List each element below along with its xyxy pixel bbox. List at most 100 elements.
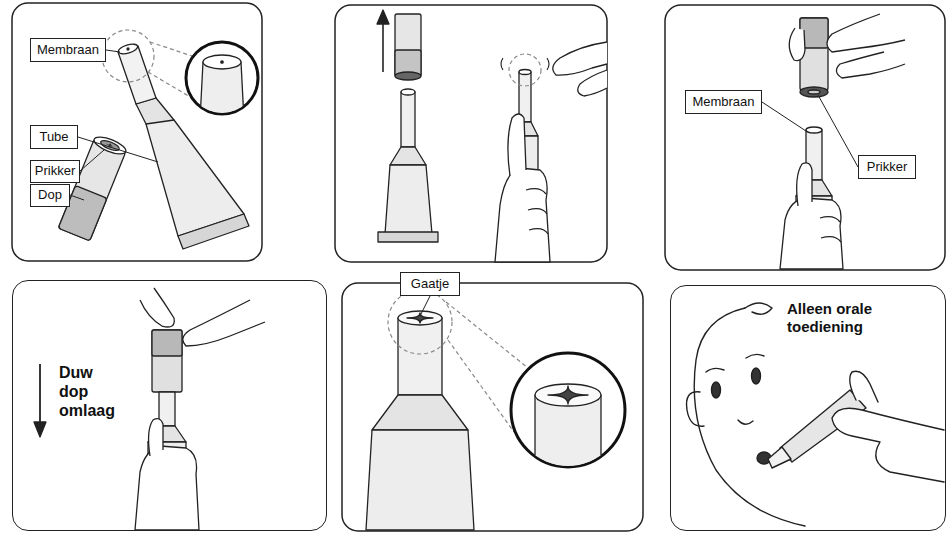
leader-line (762, 102, 806, 131)
leader-line (78, 137, 158, 162)
leader-line (106, 50, 120, 52)
magnified-top (535, 384, 601, 406)
cap-opening (395, 72, 421, 80)
hair-curl (745, 303, 772, 314)
panel-frame (665, 5, 945, 270)
step-panel: Alleen orale toediening (670, 285, 946, 531)
leader-line (420, 296, 430, 316)
eyebrow (706, 354, 764, 372)
click-marks (501, 58, 549, 70)
finger-lines (526, 189, 548, 234)
part-label: Prikker (858, 155, 916, 179)
part-label: Tube (30, 125, 78, 149)
zoom-line (446, 302, 528, 368)
leader-line (70, 195, 84, 200)
thumb (850, 371, 878, 402)
finger (827, 14, 905, 52)
leader-line (80, 150, 104, 171)
baby-drawing (687, 303, 944, 526)
finger (553, 42, 607, 75)
label-text: Dop (38, 188, 62, 202)
face-outline (694, 308, 805, 526)
piercer (808, 90, 820, 94)
tube-shoulder (390, 147, 426, 165)
panel-frame (335, 5, 607, 262)
label-text: Prikker (35, 164, 75, 178)
instruction-text: Duw dop omlaag (59, 363, 119, 421)
magnified-neck (200, 56, 244, 120)
panel-frames (12, 3, 945, 531)
label-text: Prikker (867, 160, 907, 174)
panel-frame (12, 3, 262, 261)
tube-nozzle (768, 447, 791, 468)
nozzle-top (398, 311, 442, 325)
thumb (508, 114, 526, 176)
arrow-down-head (34, 422, 46, 437)
leader-line (818, 95, 858, 167)
thumb (797, 163, 812, 206)
membrane-top (117, 42, 138, 55)
zoom-callout (102, 30, 258, 120)
tube-body (146, 117, 244, 236)
finger (183, 300, 265, 346)
label-text: Membraan (692, 95, 754, 109)
label-text: Gaatje (411, 277, 449, 291)
reverse-cap-drawing (762, 14, 905, 269)
thumb (149, 419, 163, 456)
eye (752, 368, 761, 384)
cap-opening (800, 87, 828, 97)
magnified-membrane (203, 55, 241, 69)
tube-body (366, 430, 474, 530)
arrow-up-head (377, 10, 389, 24)
thumb (140, 288, 174, 327)
ear (687, 392, 704, 426)
part-label: Prikker (30, 160, 80, 183)
part-label: Membraan (685, 90, 762, 114)
tube-shoulder (372, 395, 468, 430)
cap-opening (92, 134, 128, 158)
cap-grip (152, 330, 182, 356)
hand (832, 408, 944, 482)
magnified-neck (535, 395, 601, 475)
hole-drawing (366, 290, 625, 530)
arrow-up-shaft (382, 20, 384, 72)
tube-neck (401, 92, 415, 147)
part-label: Membraan (30, 38, 106, 62)
nose (738, 420, 753, 424)
zoom-line (150, 42, 192, 56)
hand (135, 446, 199, 530)
label-text: Membraan (37, 43, 99, 57)
arrow-down-shaft (39, 364, 41, 426)
hole-star (407, 313, 433, 323)
hand (780, 198, 843, 269)
tube-crimp (378, 232, 438, 242)
membrane-top (806, 127, 822, 133)
hole-star (548, 386, 588, 404)
label-text: Tube (39, 130, 68, 144)
hand (495, 168, 550, 262)
remove-cap-drawing (377, 10, 607, 262)
membrane-dot (221, 61, 223, 63)
tube-drawing (117, 42, 249, 249)
part-label: Gaatje (400, 272, 460, 296)
membrane-top (519, 70, 531, 75)
step-panel: Duw dop omlaag (12, 280, 327, 531)
leader-lines (70, 50, 158, 200)
finger-lines (820, 217, 841, 242)
tube-crimp (178, 214, 249, 249)
instruction-text: Alleen orale toediening (787, 300, 905, 336)
part-label: Dop (30, 184, 70, 207)
eye (712, 382, 721, 398)
panel-frame (342, 283, 643, 531)
push-cap-drawing (34, 288, 265, 530)
membrane-dot (127, 48, 129, 50)
cap-body (152, 330, 182, 392)
thumb (789, 28, 805, 61)
tube-neck (398, 318, 442, 395)
zoom-line (448, 340, 514, 432)
zoom-source-circle (388, 290, 452, 354)
